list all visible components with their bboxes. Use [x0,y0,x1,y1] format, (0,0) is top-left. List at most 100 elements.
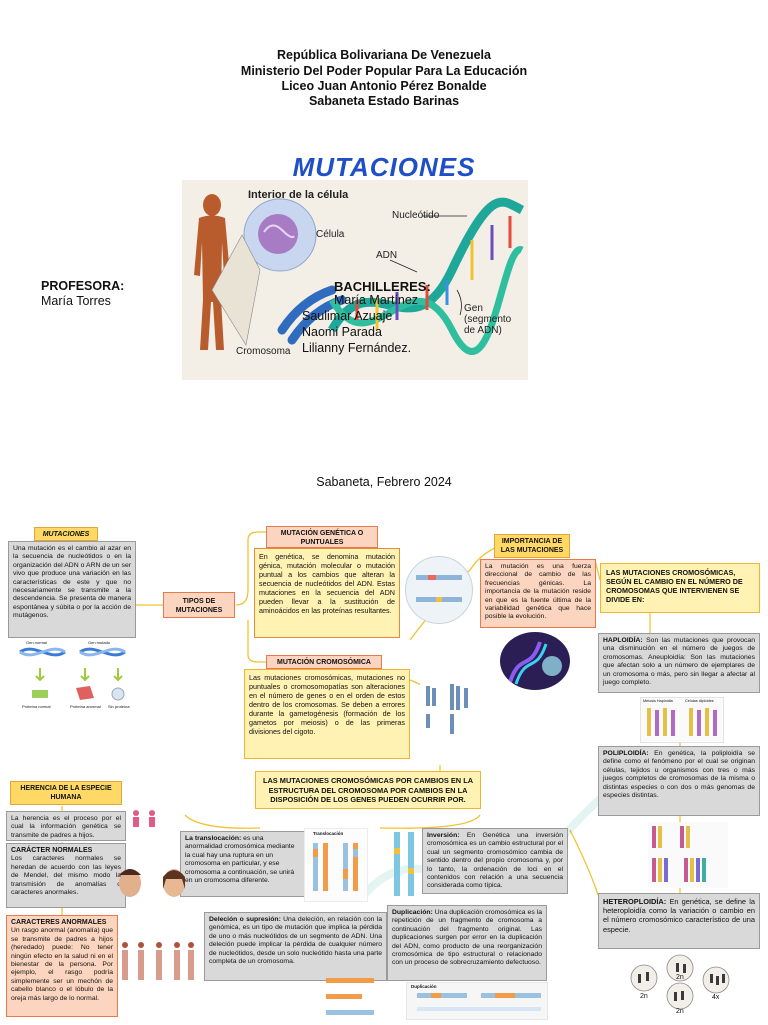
ploidy-label: 2n [676,1008,684,1015]
people-icon [133,810,155,827]
translocacion-label: La translocación: [185,835,242,842]
protein-caption: Proteína normal [22,704,51,709]
dna-sequence-image [405,556,473,624]
poliploidia-label: POLIPLOIDÍA: [603,750,649,757]
professor-label: PROFESORA: [41,279,125,293]
dna-illustration-graphic [194,194,525,355]
translocacion-image: Translocación [304,828,368,902]
header-ministry: Ministerio Del Poder Popular Para La Edu… [240,64,528,78]
heredity-faces-image [112,845,196,905]
dna-mutation-icon [19,647,126,701]
student-name: Saulimar Azuaje [302,309,393,323]
ploidy-label: 4x [712,994,720,1001]
normales-text: Los caracteres normales se heredan de ac… [11,855,121,897]
hero-label-cromosoma: Cromosoma [236,346,291,357]
family-icon [130,808,162,830]
protein-caption: Proteína anormal [70,704,101,709]
chromosome-icon [647,708,717,736]
anormales-definition: CARACTERES ANORMALES Un rasgo anormal (a… [6,915,118,1017]
haploidia-label: HAPLOIDÍA: [603,637,643,644]
delecion-definition: Deleción o supresión: Una deleción, en r… [204,912,387,981]
inversion-text: En Genética una inversión cromosómica es… [427,832,563,890]
tipos-mutaciones: TIPOS DE MUTACIONES [163,592,235,618]
hero-label-gen: Gen [464,303,483,314]
haploidia-image: Meiosis Haploidia Celulas diploides [640,697,724,743]
heteroploidia-label: HETEROPLOIDÍA: [603,897,667,906]
chromosome-icon [394,832,414,896]
hero-label-celula: Célula [316,229,345,240]
cambio-numero-title: LAS MUTACIONES CROMOSÓMICAS, SEGÚN EL CA… [600,563,760,613]
hero-label-interior: Interior de la célula [248,189,349,201]
anormales-title: CARACTERES ANORMALES [11,919,107,926]
cromosomica-title: MUTACIÓN CROMOSÓMICA [266,655,382,669]
inversion-image [388,828,422,900]
professor-name: María Torres [41,294,111,308]
poliploidia-image [648,822,728,888]
duplicacion-label: Duplicación: [392,909,433,916]
genetica-title: MUTACIÓN GENÉTICA O PUNTUALES [266,526,378,548]
ploidy-label: 2n [640,993,648,1000]
herencia-title: HERENCIA DE LA ESPECIE HUMANA [10,781,122,805]
cromosomica-definition: Las mutaciones cromosómicas, mutaciones … [244,669,410,759]
translocacion-text: es una anormalidad cromosómica mediante … [185,835,295,885]
place-date: Sabaneta, Febrero 2024 [316,475,452,489]
normales-title: CARÁCTER NORMALES [11,847,93,854]
importancia-title: IMPORTANCIA DE LAS MUTACIONES [494,534,570,558]
protein-caption: Sin proteína [108,704,130,709]
translocacion-image-caption: Translocación [313,831,344,836]
duplicacion-image-caption: Duplicación [411,984,437,989]
dna-caption: Gen normal [26,640,47,645]
dna-photo-icon [508,641,562,685]
cell-ploidy-icon [630,954,730,1010]
genetica-definition: En genética, se denomina mutación génica… [254,548,400,638]
student-name: María Martínez [334,293,419,307]
hero-label-de-adn: de ADN) [464,325,502,336]
gene-mutation-illustration: Gen normal Gen mutado Proteína normal Pr… [10,640,136,712]
delecion-image [322,972,378,1020]
inversion-definition: Inversión: En Genética una inversión cro… [422,828,568,894]
heteroploidia-text: En genética, se define la heteroploidía … [603,897,755,934]
estructura-title: LAS MUTACIONES CROMOSÓMICAS POR CAMBIOS … [255,771,481,809]
translocacion-definition: La translocación: es una anormalidad cro… [180,831,305,897]
duplicacion-text: Una duplicación cromosómica es la repeti… [392,909,542,967]
hero-label-adn: ADN [376,250,398,261]
duplicacion-definition: Duplicación: Una duplicación cromosómica… [387,905,547,981]
poliploidia-definition: POLIPLOIDÍA: En genética, la poliploidía… [598,746,760,816]
chromosome-icon [326,978,374,1015]
inversion-label: Inversión: [427,832,460,839]
chromosome-icon [313,843,358,891]
mutation-photo [500,632,570,690]
heteroploidia-definition: HETEROPLOIDÍA: En genética, se define la… [598,893,760,949]
page-title: MUTACIONES [292,152,476,182]
heteroploidia-image: 2n 2n 2n 4x [624,952,736,1018]
dna-illustration: Interior de la célula Célula Nucleótido … [182,180,528,380]
delecion-label: Deleción o supresión: [209,916,281,923]
chromosome-icon [652,826,706,882]
faces-icon [119,869,185,897]
dna-caption: Gen mutado [88,640,111,645]
mutaciones-title: MUTACIONES [34,527,98,541]
header-state: Sabaneta Estado Barinas [308,94,460,108]
hero-label-segmento: (segmento [464,314,512,325]
haploidia-definition: HAPLOIDÍA: Son las mutaciones que provoc… [598,633,760,693]
header-school: Liceo Juan Antonio Pérez Bonalde [281,79,487,93]
mutaciones-definition: Una mutación es el cambio al azar en la … [8,541,136,638]
human-figure-icon [194,194,230,350]
student-name: Naomi Parada [302,325,382,339]
ploidy-label: 2n [676,974,684,981]
duplicacion-image: Duplicación [406,982,548,1020]
importancia-definition: La mutación es una fuerza direccional de… [480,559,596,628]
header-republic: República Bolivariana De Venezuela [277,48,491,62]
pedigree-icon [122,942,194,980]
haploidia-text: Son las mutaciones que provocan una dism… [603,637,755,687]
poliploidia-text: En genética, la poliploidía se define co… [603,750,755,800]
anormales-text: Un rasgo anormal (anomalía) que se trans… [11,927,113,1002]
herencia-definition: La herencia es el proceso por el cual la… [6,811,126,841]
normales-definition: CARÁCTER NORMALES Los caracteres normale… [6,843,126,908]
hero-label-nucleotido: Nucleótido [392,210,440,221]
haploidia-image-caption: Meiosis Haploidia [643,699,673,703]
delecion-text: Una deleción, en relación con la genómic… [209,916,382,966]
haploidia-image-caption: Celulas diploides [685,699,714,703]
chromosome-icon [417,993,541,1011]
karyotype-image [420,680,476,742]
